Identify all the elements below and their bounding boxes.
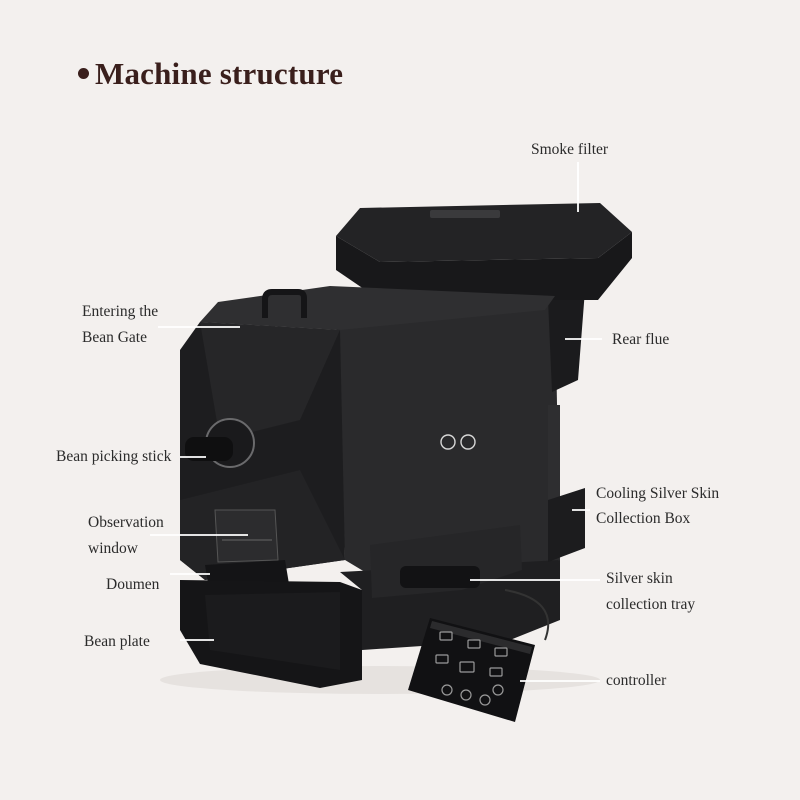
- label-cooling-box-line1: Cooling Silver Skin: [596, 485, 720, 502]
- cooling-box: [548, 488, 585, 562]
- label-silver-skin-tray-line2: collection tray: [606, 596, 696, 613]
- label-doumen: Doumen: [106, 576, 160, 593]
- label-bean-plate: Bean plate: [84, 633, 150, 650]
- diagram-title: Machine structure: [78, 56, 343, 92]
- roaster-top-panel: [200, 286, 555, 330]
- floor-shadow: [160, 666, 600, 694]
- label-observation-window-line1: Observation: [88, 514, 164, 531]
- observation-window: [214, 509, 279, 563]
- label-observation-window-line2: window: [88, 540, 138, 557]
- bullet-dot-icon: [78, 68, 89, 80]
- label-cooling-box-line2: Collection Box: [596, 510, 691, 527]
- bean-gate-handle: [262, 289, 307, 318]
- bean-plate-face: [205, 592, 340, 670]
- warning-icon: [440, 434, 456, 450]
- diagram-title-text: Machine structure: [95, 56, 344, 91]
- bean-picking-stick: [185, 437, 233, 461]
- controller-cable: [504, 589, 550, 641]
- rear-vent-block: [548, 405, 560, 505]
- no-touch-icon: [460, 434, 476, 450]
- smoke-filter-body: [336, 232, 632, 300]
- controller-bezel: [430, 621, 532, 654]
- label-bean-picking-stick: Bean picking stick: [56, 448, 172, 465]
- label-entering-bean-gate-line2: Bean Gate: [82, 329, 147, 346]
- label-rear-flue: Rear flue: [612, 331, 670, 348]
- label-entering-bean-gate-line1: Entering the: [82, 303, 159, 320]
- label-controller: controller: [606, 672, 667, 689]
- leader-lines: [150, 162, 602, 682]
- label-silver-skin-tray-line1: Silver skin: [606, 570, 673, 587]
- label-smoke-filter: Smoke filter: [531, 141, 609, 158]
- roaster-side-panel: [335, 292, 560, 572]
- controller-buttons: [435, 631, 508, 706]
- front-face-facet: [200, 322, 340, 440]
- rear-flue-body: [545, 288, 585, 392]
- smoke-filter-vent: [430, 210, 500, 218]
- smoke-filter-top: [336, 203, 632, 262]
- silver-skin-tray-handle: [400, 566, 480, 588]
